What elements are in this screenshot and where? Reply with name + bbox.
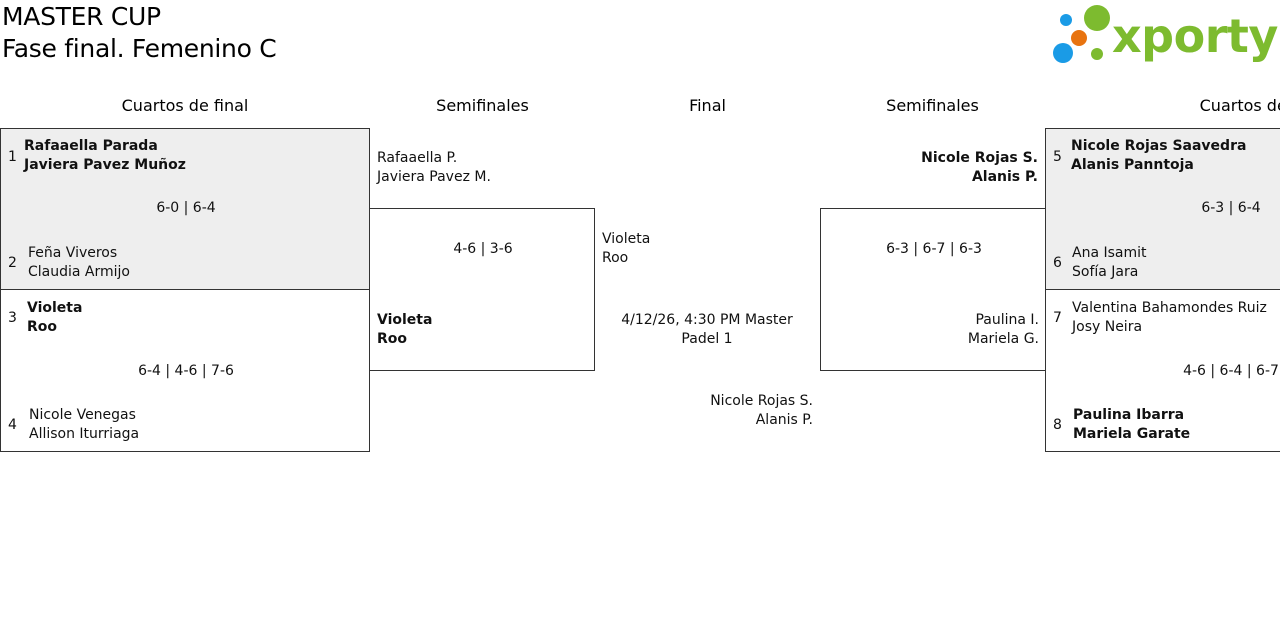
player-name: Mariela G. (967, 331, 1039, 347)
seed-number: 7 (1053, 310, 1062, 326)
semi-team-top: Rafaaella P. Javiera Pavez M. (377, 149, 491, 187)
round-title-right-quarters: Cuartos de final (1199, 96, 1280, 115)
player-name: Josy Neira (1072, 319, 1143, 335)
match-score: 4-6 | 6-4 | 6-7 (1183, 363, 1279, 379)
team-loser: Valentina Bahamondes Ruiz Josy Neira (1072, 299, 1267, 337)
player-name: Rafaaella P. (377, 150, 458, 166)
seed-number: 3 (8, 310, 17, 326)
player-name: Roo (377, 331, 408, 347)
round-title-left-semis: Semifinales (436, 96, 529, 115)
quarter-match-1[interactable]: 1 Rafaaella Parada Javiera Pavez Muñoz 6… (0, 128, 370, 290)
team-winner: Paulina Ibarra Mariela Garate (1073, 406, 1190, 444)
match-score: 6-3 | 6-7 | 6-3 (886, 241, 982, 257)
seed-number: 8 (1053, 417, 1062, 433)
player-name: Nicole Rojas S. (710, 393, 813, 409)
quarter-match-2[interactable]: 3 Violeta Roo 6-4 | 4-6 | 7-6 4 Nicole V… (0, 289, 370, 452)
team-loser: Ana Isamit Sofía Jara (1072, 244, 1147, 282)
seed-number: 2 (8, 255, 17, 271)
player-name: Roo (27, 319, 58, 335)
player-name: Alanis Panntoja (1071, 157, 1194, 173)
team-loser: Feña Viveros Claudia Armijo (28, 244, 130, 282)
player-name: Violeta (602, 231, 651, 247)
player-name: Nicole Rojas S. (921, 150, 1038, 166)
seed-number: 6 (1053, 255, 1062, 271)
logo-dots-icon (1053, 5, 1110, 63)
match-score: 6-3 | 6-4 (1201, 200, 1261, 216)
player-name: Javiera Pavez M. (377, 169, 491, 185)
match-score: 6-0 | 6-4 (156, 200, 216, 216)
page-subtitle: Fase final. Femenino C (2, 34, 277, 63)
player-name: Feña Viveros (28, 245, 118, 261)
round-title-right-semis: Semifinales (886, 96, 979, 115)
player-name: Nicole Venegas (29, 407, 136, 423)
round-title-left-quarters: Cuartos de final (121, 96, 249, 115)
semi-team-top-winner: Nicole Rojas S. Alanis P. (838, 149, 1038, 187)
match-score: 4-6 | 3-6 (453, 241, 513, 257)
final-team-bottom: Nicole Rojas S. Alanis P. (613, 392, 813, 430)
page-title: MASTER CUP (2, 2, 161, 31)
round-title-final: Final (689, 96, 726, 115)
team-loser: Nicole Venegas Allison Iturriaga (29, 406, 139, 444)
player-name: Paulina I. (975, 312, 1039, 328)
seed-number: 5 (1053, 149, 1062, 165)
player-name: Rafaaella Parada (24, 138, 158, 154)
player-name: Sofía Jara (1072, 264, 1139, 280)
team-winner: Rafaaella Parada Javiera Pavez Muñoz (24, 137, 186, 175)
player-name: Nicole Rojas Saavedra (1071, 138, 1247, 154)
team-winner: Nicole Rojas Saavedra Alanis Panntoja (1071, 137, 1246, 175)
player-name: Violeta (27, 300, 83, 316)
player-name: Alanis P. (971, 169, 1038, 185)
player-name: Alanis P. (755, 412, 813, 428)
player-name: Violeta (377, 312, 433, 328)
player-name: Valentina Bahamondes Ruiz (1072, 300, 1267, 316)
final-schedule: 4/12/26, 4:30 PM Master Padel 1 (621, 312, 793, 347)
player-name: Allison Iturriaga (29, 426, 140, 442)
semi-match-right[interactable]: 6-3 | 6-7 | 6-3 Paulina I. Mariela G. (820, 208, 1046, 371)
logo-wordmark: xporty (1112, 9, 1278, 63)
quarter-match-5[interactable]: 5 Nicole Rojas Saavedra Alanis Panntoja … (1045, 128, 1280, 290)
quarter-match-7[interactable]: 7 Valentina Bahamondes Ruiz Josy Neira 4… (1045, 289, 1280, 452)
semi-match-left[interactable]: 4-6 | 3-6 Violeta Roo (369, 208, 595, 371)
team-loser: Paulina I. Mariela G. (839, 311, 1039, 349)
player-name: Ana Isamit (1072, 245, 1147, 261)
xporty-logo[interactable]: xporty (1052, 5, 1278, 67)
player-name: Roo (602, 250, 629, 266)
player-name: Claudia Armijo (28, 264, 130, 280)
team-winner: Violeta Roo (377, 311, 432, 349)
seed-number: 1 (8, 149, 17, 165)
seed-number: 4 (8, 417, 17, 433)
player-name: Paulina Ibarra (1073, 407, 1185, 423)
team-winner: Violeta Roo (27, 299, 82, 337)
player-name: Mariela Garate (1073, 426, 1191, 442)
player-name: Javiera Pavez Muñoz (24, 157, 186, 173)
final-team-top: Violeta Roo (602, 230, 650, 268)
match-score: 6-4 | 4-6 | 7-6 (138, 363, 234, 379)
